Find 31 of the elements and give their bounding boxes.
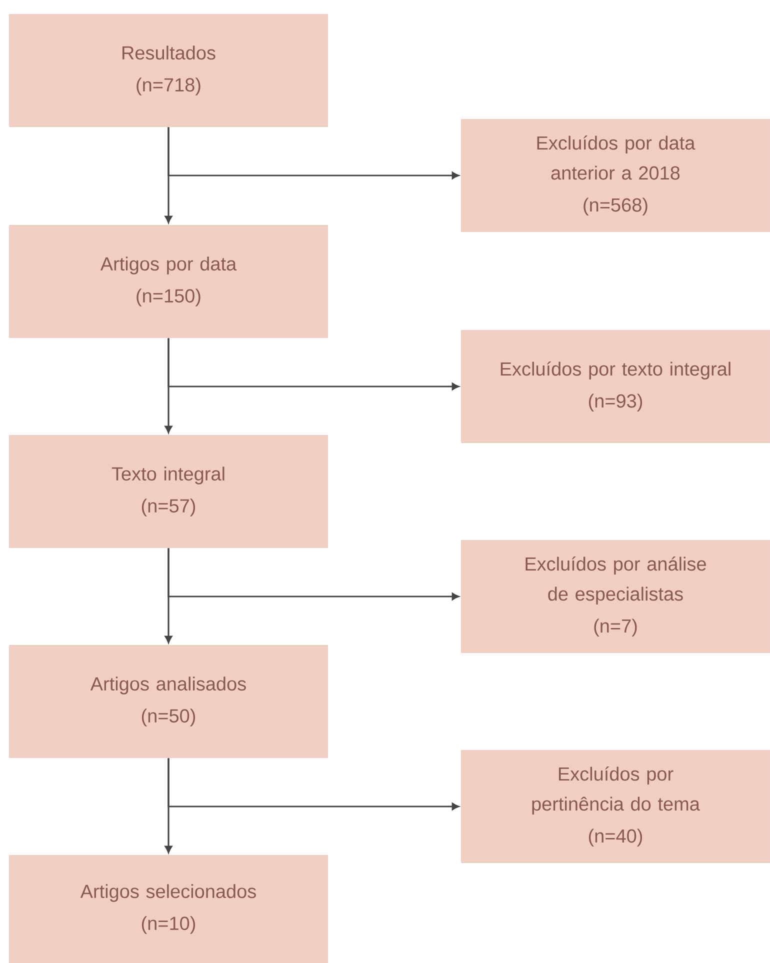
process-box <box>461 540 770 653</box>
box-text: (n=7) <box>594 618 637 636</box>
box-text: (n=40) <box>588 828 642 846</box>
box-text: Resultados <box>122 46 216 60</box>
arrow <box>168 127 460 180</box>
box-text: (n=50) <box>142 708 196 726</box>
process-box <box>461 330 770 443</box>
process-box <box>9 14 328 127</box>
box-text: (n=568) <box>584 198 648 216</box>
process-box <box>9 645 328 758</box>
box-text: Excluídos por data anterior a 2018 <box>537 136 696 180</box>
box-text: Texto integral <box>112 466 224 484</box>
box-text: (n=150) <box>136 288 200 306</box>
box-text: (n=93) <box>588 394 642 412</box>
arrow <box>168 338 460 390</box>
process-box <box>9 435 328 548</box>
box-text: Artigos por data <box>100 256 237 274</box>
box-text: (n=10) <box>142 916 196 934</box>
box-text: Excluídos por texto integral <box>500 362 730 380</box>
arrow <box>168 548 460 600</box>
process-box <box>9 225 328 338</box>
process-box <box>9 855 328 963</box>
box-text: Excluídos por análise de especialistas <box>526 556 706 604</box>
box-text: Excluídos por pertinência do tema <box>532 766 700 814</box>
box-text: Artigos analisados <box>90 676 246 694</box>
arrow <box>168 758 460 810</box>
process-box <box>461 119 770 232</box>
box-text: (n=718) <box>136 78 200 96</box>
process-box <box>461 750 770 863</box>
box-text: (n=57) <box>142 498 196 516</box>
box-text: Artigos selecionados <box>80 884 256 902</box>
